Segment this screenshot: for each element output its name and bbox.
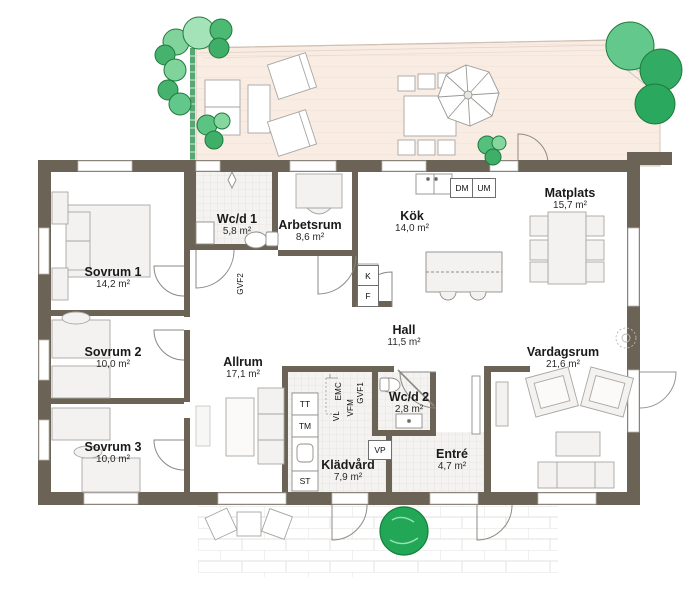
furniture-arbetsrum xyxy=(295,173,343,215)
tag-label: ST xyxy=(299,476,311,486)
furniture-allrum xyxy=(195,387,285,465)
tag-label: GVF2 xyxy=(235,273,245,295)
trellis xyxy=(190,48,195,166)
trees-terrace-left-lower xyxy=(196,112,231,150)
trees-top-left xyxy=(154,16,233,116)
tree-bottom-center xyxy=(379,506,429,556)
furniture-entre xyxy=(471,375,481,435)
furniture-kladvard xyxy=(291,374,338,492)
tag-label: VL xyxy=(331,410,341,422)
door-swings[interactable] xyxy=(153,249,677,471)
trees-top-right xyxy=(605,21,683,125)
tag-label: TT xyxy=(299,399,311,409)
tag-label: VFM xyxy=(345,399,355,417)
furniture-bedroom-3 xyxy=(51,407,141,493)
appliance-tag-f: F xyxy=(357,285,379,307)
furniture-bedroom-1 xyxy=(51,191,151,301)
tag-label: VP xyxy=(374,445,386,455)
terrace-door[interactable] xyxy=(517,133,549,165)
interior-walls xyxy=(51,172,530,492)
vertical-tag-gvf2: GVF2 xyxy=(234,262,246,306)
tag-label: UM xyxy=(477,183,491,193)
patio-door-swings[interactable] xyxy=(331,504,513,541)
furniture-matplats xyxy=(529,211,605,285)
appliance-tag-st: ST xyxy=(292,471,318,491)
tree-terrace-center xyxy=(477,135,507,166)
vertical-tag-vl: VL xyxy=(330,404,342,428)
appliance-tag-tm: TM xyxy=(292,415,318,437)
furniture-wcd1 xyxy=(195,170,279,249)
vertical-tag-vfm: VFM xyxy=(344,390,356,426)
appliance-tag-um: UM xyxy=(472,178,496,198)
tag-label: DM xyxy=(455,183,469,193)
windows xyxy=(38,160,640,505)
appliance-tag-vp: VP xyxy=(368,440,392,460)
appliance-tag-k: K xyxy=(357,265,379,287)
vertical-tag-emc: EMC xyxy=(332,374,344,408)
tag-label: TM xyxy=(298,421,312,431)
tag-label: F xyxy=(365,291,371,301)
tag-label: EMC xyxy=(333,381,343,401)
appliance-tag-dm: DM xyxy=(450,178,474,198)
parasol-icon xyxy=(437,64,500,127)
furniture-vardagsrum xyxy=(495,327,637,489)
furniture-kitchen xyxy=(415,173,503,301)
tag-label: GVF1 xyxy=(355,382,365,404)
patio-furniture xyxy=(204,507,293,541)
appliance-tag-tt: TT xyxy=(292,393,318,415)
furniture-wcd2 xyxy=(379,377,423,429)
furniture-bedroom-2 xyxy=(51,311,111,399)
tag-label: K xyxy=(365,271,371,281)
